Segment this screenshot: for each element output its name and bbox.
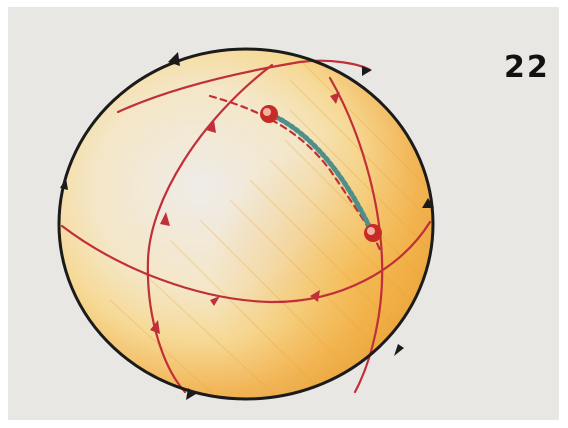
point-b [364, 224, 382, 242]
plate-number: 22 [504, 50, 550, 85]
point-a [260, 105, 278, 123]
